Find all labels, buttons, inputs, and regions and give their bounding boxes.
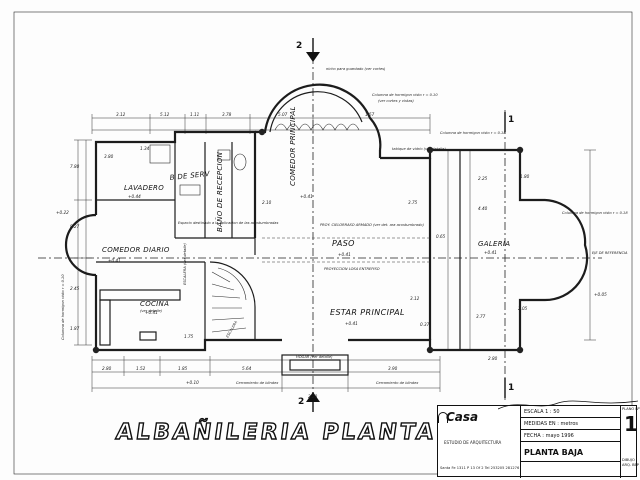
note-espacio-destinado: Espacio destinado a la aplicacion de las… [178,221,278,225]
svg-text:3.12: 3.12 [116,112,126,117]
svg-text:1.57: 1.57 [365,112,375,117]
svg-text:5.12: 5.12 [160,112,170,117]
plan-number: 1 [624,412,638,436]
left-dimension-lines [74,139,92,346]
units-field: MEDIDAS EN : metros [520,418,620,430]
note-columna-top: Columna de hormigon visto r = 0.10 [372,93,438,97]
svg-text:4.40: 4.40 [478,206,488,211]
level-paso: +0.41 [338,252,351,257]
svg-text:5.64: 5.64 [242,366,252,371]
svg-text:3.75: 3.75 [408,200,418,205]
svg-text:3.77: 3.77 [476,314,486,319]
room-lavadero: LAVADERO [124,184,164,192]
svg-text:1.85: 1.85 [178,366,188,371]
svg-text:1.80: 1.80 [520,174,530,179]
level-comedor-diario: +0.41 [108,258,121,263]
note-columna-right1: Columna de hormigon visto r = 0.18 [440,131,506,135]
note-columna-top-sub: (ver cortes y vistas) [378,99,414,103]
level-cocina: +0.41 [145,310,158,315]
right-dimension-lines [447,149,596,350]
plan-number-label: PLANO Nº [622,407,640,411]
svg-text:0.65: 0.65 [436,234,446,239]
house-logo-icon [438,412,448,423]
note-columna-left: Columna de hormigon visto r = 0.10 [61,274,65,340]
svg-text:1.52: 1.52 [136,366,146,371]
dim-misc-values: 1.34 3.80 2.10 3.75 2.25 1.80 1.75 3.12 … [104,146,530,339]
studio-name: ESTUDIO DE ARQUITECTURA [444,440,502,445]
note-nicho: nicho para guardado (ver cortes) [326,67,386,71]
svg-text:8.27: 8.27 [70,224,80,229]
section-marker-bottom-left [306,392,320,412]
room-estar-principal: ESTAR PRINCIPAL [330,308,405,317]
svg-text:7.80: 7.80 [70,164,80,169]
svg-text:1.75: 1.75 [184,334,194,339]
studio-address: Santa Fe 1311 P 13 Of 2 Tel 253205 28127… [440,466,520,470]
note-escalera-det: ESCALERA (ver detalle) [183,242,187,285]
level-lavadero: +0.44 [128,194,141,199]
note-cerramiento1: Cerramiento de blindex [236,381,279,385]
drawn-by: DIBUJO : ARQ. BEP [622,458,639,467]
svg-text:3.12: 3.12 [410,296,420,301]
room-comedor-diario: COMEDOR DIARIO [102,246,170,254]
studio-logo: Casa [446,410,479,424]
room-banorecepcion: BAÑO DE RECEPCION [215,151,224,232]
svg-text:2.80: 2.80 [488,356,498,361]
svg-text:3.80: 3.80 [104,154,114,159]
note-tabique: tabique de vidrio (ver detalle) [392,147,446,151]
scale-field: ESCALA 1 : 50 [520,406,620,418]
svg-text:2.05: 2.05 [518,306,528,311]
note-ver-detalle: (ver detalle) [140,309,163,313]
note-cerramiento2: Cerramiento de blindex [376,381,419,385]
svg-text:3.78: 3.78 [222,112,232,117]
note-proy-losa: PROYECCION LOSA ENTREPISO [324,267,380,271]
title-block-logo-cell: Casa ESTUDIO DE ARQUITECTURA Santa Fe 13… [438,406,521,478]
exterior-walls [64,83,589,376]
stair [209,261,256,340]
note-columna-right2: Columna de hormigon visto r = 0.18 [562,211,628,215]
note-hogar: HOGAR (ver detalle) [296,355,333,359]
room-comedor-principal: COMEDOR PRINCIPAL [289,106,297,186]
section-label-top-right: 1 [508,115,514,125]
dim-left-values: 7.80 8.27 2.45 1.87 [70,164,80,331]
level-ext-bottom: +0.10 [186,380,199,385]
note-proy-cielorraso: PROY. CIELORRASO ARMADO (ver det. ara ac… [320,223,424,227]
room-galeria: GALERIA [478,240,510,248]
svg-text:1.11: 1.11 [190,112,200,117]
level-estar-principal: +0.41 [345,321,358,326]
svg-text:2.10: 2.10 [262,200,272,205]
sheet-border [13,11,633,475]
title-block: Casa ESTUDIO DE ARQUITECTURA Santa Fe 13… [437,400,640,478]
dim-top-values: 3.12 5.12 1.11 3.78 5.07 1.57 [116,112,375,117]
svg-text:2.45: 2.45 [70,286,80,291]
level-comedor-principal: +0.41 [300,194,313,199]
columns [92,128,524,354]
bottom-dimension-lines [91,356,441,392]
svg-text:2.25: 2.25 [478,176,488,181]
section-label-top-left: 2 [296,41,302,51]
plan-number-cell: PLANO Nº 1 DIBUJO : ARQ. BEP [620,406,640,478]
level-ext-left: +0.22 [56,210,69,215]
dim-bottom-values: 2.80 1.52 1.85 5.64 2.20 3.90 2.80 [102,356,498,399]
level-ext-right: +0.05 [594,292,607,297]
interior-walls [96,142,461,350]
plan-name-field: PLANTA BAJA [520,442,620,462]
date-field: FECHA : mayo 1996 [520,430,620,442]
svg-text:1.34: 1.34 [140,146,150,151]
section-label-bottom-right: 1 [508,383,514,393]
svg-text:0.37: 0.37 [420,322,430,327]
svg-text:1.87: 1.87 [70,326,80,331]
svg-text:5.07: 5.07 [278,112,288,117]
note-eje-referencia: EJE DE REFERENCIA [592,251,628,255]
section-marker-top-left [306,38,320,62]
room-cocina: COCINA [140,300,169,308]
svg-text:2.80: 2.80 [102,366,112,371]
title-block-wave-decoration [498,400,638,410]
svg-text:2.20: 2.20 [308,394,318,399]
room-paso: PASO [332,239,355,248]
level-galeria: +0.41 [484,250,497,255]
svg-text:3.90: 3.90 [388,366,398,371]
section-label-bottom-left: 2 [298,397,304,407]
